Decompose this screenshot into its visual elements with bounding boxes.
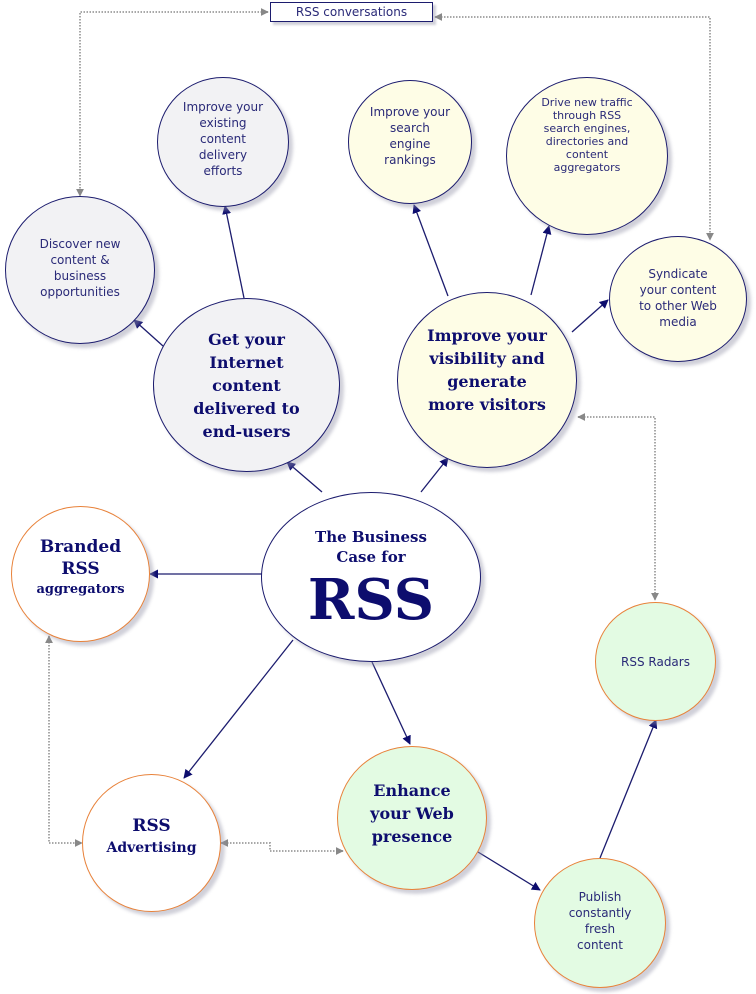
edge-enhance-publish: [477, 851, 541, 891]
edge-center-enhance: [371, 661, 411, 745]
node-rss-advertising: RSS Advertising: [82, 774, 221, 912]
center-line1: The Business: [315, 528, 427, 546]
center-rss: RSS: [307, 567, 435, 633]
node-improve-visibility: Improve your visibility and generate mor…: [397, 292, 577, 468]
edge-center-improve-visibility: [420, 457, 449, 493]
improve-visibility-label: Improve your visibility and generate mor…: [427, 326, 547, 414]
edge-advertising-enhance: [220, 839, 344, 855]
node-improve-delivery: Improve your existing content delivery e…: [157, 77, 289, 207]
edge-visibility-syndicate: [571, 299, 609, 333]
rss-conversations-label: RSS conversations: [295, 5, 408, 19]
node-publish-fresh-content: Publish constantly fresh content: [534, 858, 666, 988]
enhance-label: Enhance your Web presence: [370, 780, 454, 846]
edge-branded-advertising: [45, 635, 83, 847]
edge-center-get-content: [286, 461, 323, 493]
edge-visibility-drive: [530, 225, 552, 296]
edge-visibility-radars: [577, 413, 659, 601]
improve-delivery-label: Improve your existing content delivery e…: [182, 100, 264, 178]
advertising-label-small: Advertising: [106, 840, 197, 856]
node-rss-radars: RSS Radars: [595, 602, 716, 721]
node-discover: Discover new content & business opportun…: [5, 196, 155, 344]
rss-conversations-box: RSS conversations: [270, 2, 433, 22]
branded-label-big: Branded RSS: [39, 537, 122, 579]
branded-label-small: aggregators: [36, 582, 125, 597]
node-center-business-case: The Business Case for RSS: [261, 492, 481, 662]
edge-visibility-search: [412, 204, 449, 297]
syndicate-label: Syndicate your content to other Web medi…: [639, 267, 717, 329]
node-search-rankings: Improve your search engine rankings: [348, 80, 472, 204]
drive-traffic-label: Drive new traffic through RSS search eng…: [541, 96, 633, 174]
node-enhance-web-presence: Enhance your Web presence: [337, 746, 487, 890]
edge-get-content-discover: [133, 319, 164, 347]
center-line2: Case for: [336, 548, 406, 566]
publish-label: Publish constantly fresh content: [568, 890, 632, 952]
search-rankings-label: Improve your search engine rankings: [369, 105, 451, 167]
node-get-content: Get your Internet content delivered to e…: [153, 298, 340, 472]
node-syndicate: Syndicate your content to other Web medi…: [609, 236, 747, 362]
radars-label: RSS Radars: [621, 654, 690, 669]
edge-get-content-improve-delivery: [222, 205, 245, 299]
advertising-label-big: RSS: [132, 816, 171, 836]
edge-center-advertising: [183, 639, 294, 779]
edge-publish-radars: [599, 719, 658, 859]
node-drive-traffic: Drive new traffic through RSS search eng…: [506, 77, 668, 235]
discover-label: Discover new content & business opportun…: [39, 236, 121, 299]
edge-topbox-syndicate: [434, 13, 714, 241]
node-branded-aggregators: Branded RSS aggregators: [11, 506, 150, 642]
get-content-label: Get your Internet content delivered to e…: [193, 329, 300, 441]
